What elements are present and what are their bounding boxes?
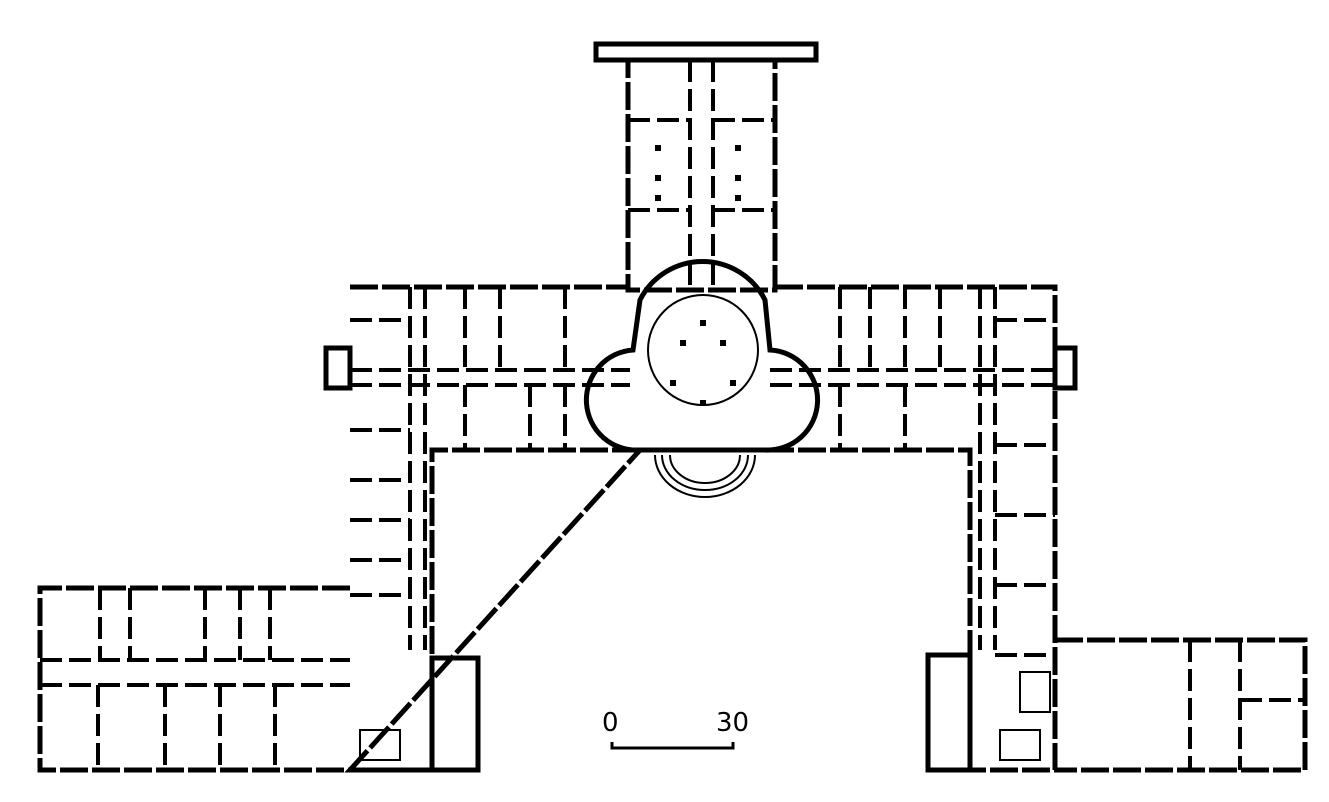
rotunda [583, 259, 821, 498]
east-wing [925, 637, 1308, 773]
scale-end-label: 30 [716, 708, 750, 738]
main-block [323, 284, 1078, 773]
scale-start-label: 0 [602, 708, 619, 738]
west-wing [37, 585, 481, 773]
north-wing [593, 41, 819, 293]
